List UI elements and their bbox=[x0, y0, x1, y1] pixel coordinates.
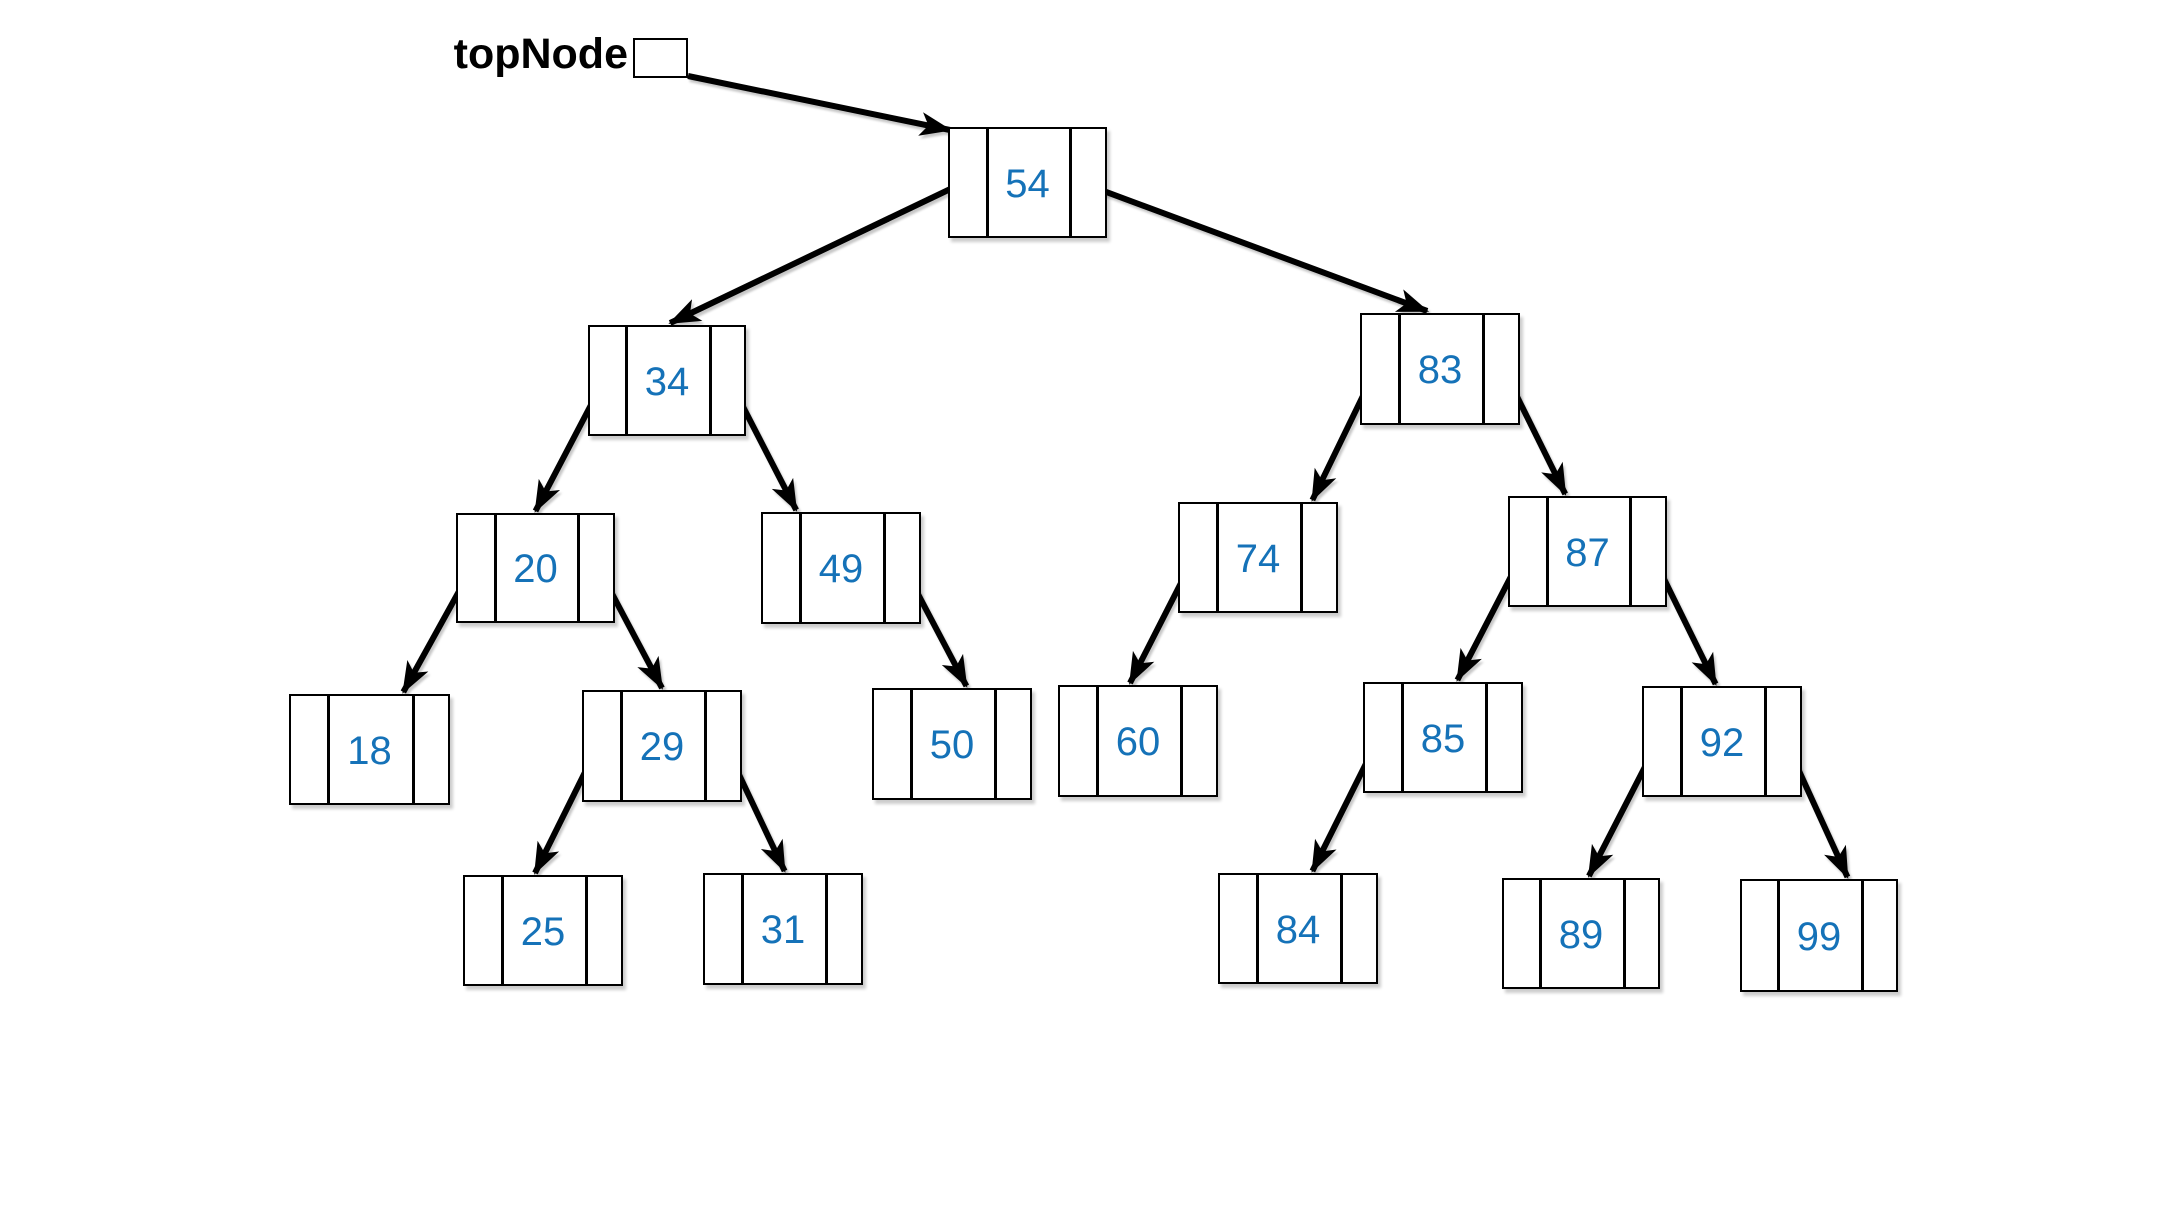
right-pointer-cell-divider bbox=[1860, 881, 1864, 990]
edge-54-83-arrow bbox=[1091, 184, 1430, 314]
right-pointer-cell-divider bbox=[1482, 315, 1486, 423]
node-value: 29 bbox=[639, 725, 685, 769]
tree-node-60: 60 bbox=[1058, 685, 1218, 797]
right-pointer-cell-divider bbox=[1622, 880, 1626, 987]
right-pointer-cell-divider bbox=[883, 514, 887, 622]
tree-node-50: 50 bbox=[872, 688, 1032, 800]
tree-node-29: 29 bbox=[582, 690, 742, 802]
node-value: 18 bbox=[347, 728, 392, 773]
node-value: 50 bbox=[929, 723, 975, 767]
left-pointer-cell-divider bbox=[1400, 684, 1404, 791]
left-pointer-cell-divider bbox=[1095, 687, 1099, 795]
node-value: 34 bbox=[644, 359, 690, 404]
right-pointer-cell-divider bbox=[577, 515, 581, 621]
node-value: 85 bbox=[1420, 716, 1466, 761]
tree-node-74: 74 bbox=[1178, 502, 1338, 613]
tree-node-20: 20 bbox=[456, 513, 615, 623]
tree-node-87: 87 bbox=[1508, 496, 1667, 607]
node-value: 83 bbox=[1417, 348, 1463, 392]
left-pointer-cell-divider bbox=[1397, 315, 1401, 423]
tree-node-84: 84 bbox=[1218, 873, 1378, 984]
left-pointer-cell-divider bbox=[619, 692, 623, 800]
tree-node-89: 89 bbox=[1502, 878, 1660, 989]
tree-node-34: 34 bbox=[588, 325, 746, 436]
tree-node-99: 99 bbox=[1740, 879, 1898, 992]
right-pointer-cell-divider bbox=[411, 696, 415, 803]
edge-topNode-root-arrow bbox=[687, 73, 952, 136]
node-value: 20 bbox=[513, 547, 558, 591]
left-pointer-cell-divider bbox=[985, 129, 989, 236]
tree-node-83: 83 bbox=[1360, 313, 1520, 425]
tree-node-54: 54 bbox=[948, 127, 1107, 238]
node-value: 60 bbox=[1115, 720, 1161, 764]
left-pointer-cell-divider bbox=[1777, 881, 1781, 990]
left-pointer-cell-divider bbox=[1215, 504, 1219, 611]
right-pointer-cell-divider bbox=[1300, 504, 1304, 611]
left-pointer-cell-divider bbox=[909, 690, 913, 798]
right-pointer-cell-divider bbox=[1764, 688, 1768, 795]
right-pointer-cell-divider bbox=[1069, 129, 1073, 236]
left-pointer-cell-divider bbox=[493, 515, 497, 621]
right-pointer-cell-divider bbox=[1340, 875, 1344, 982]
left-pointer-cell-divider bbox=[1545, 498, 1549, 605]
right-pointer-cell-divider bbox=[825, 875, 829, 983]
node-value: 31 bbox=[760, 908, 806, 952]
node-value: 74 bbox=[1235, 536, 1281, 581]
node-value: 49 bbox=[818, 547, 864, 591]
tree-node-31: 31 bbox=[703, 873, 863, 985]
left-pointer-cell-divider bbox=[1539, 880, 1543, 987]
node-value: 87 bbox=[1565, 530, 1610, 575]
right-pointer-cell-divider bbox=[1629, 498, 1633, 605]
left-pointer-cell-divider bbox=[327, 696, 331, 803]
node-value: 99 bbox=[1796, 914, 1842, 959]
right-pointer-cell-divider bbox=[1485, 684, 1489, 791]
tree-node-92: 92 bbox=[1642, 686, 1802, 797]
node-value: 25 bbox=[520, 909, 566, 954]
node-value: 89 bbox=[1558, 912, 1604, 957]
top-node-pointer-box bbox=[633, 38, 688, 78]
left-pointer-cell-divider bbox=[798, 514, 802, 622]
tree-node-18: 18 bbox=[289, 694, 450, 805]
tree-node-25: 25 bbox=[463, 875, 623, 986]
tree-node-85: 85 bbox=[1363, 682, 1523, 793]
node-value: 92 bbox=[1699, 720, 1745, 765]
right-pointer-cell-divider bbox=[704, 692, 708, 800]
node-value: 84 bbox=[1275, 907, 1321, 952]
left-pointer-cell-divider bbox=[625, 327, 629, 434]
node-value: 54 bbox=[1005, 161, 1050, 206]
tree-node-49: 49 bbox=[761, 512, 921, 624]
left-pointer-cell-divider bbox=[500, 877, 504, 984]
right-pointer-cell-divider bbox=[994, 690, 998, 798]
left-pointer-cell-divider bbox=[740, 875, 744, 983]
right-pointer-cell-divider bbox=[585, 877, 589, 984]
top-node-label: topNode bbox=[453, 29, 628, 78]
right-pointer-cell-divider bbox=[1180, 687, 1184, 795]
left-pointer-cell-divider bbox=[1679, 688, 1683, 795]
right-pointer-cell-divider bbox=[708, 327, 712, 434]
left-pointer-cell-divider bbox=[1255, 875, 1259, 982]
edge-54-34-arrow bbox=[668, 179, 966, 326]
